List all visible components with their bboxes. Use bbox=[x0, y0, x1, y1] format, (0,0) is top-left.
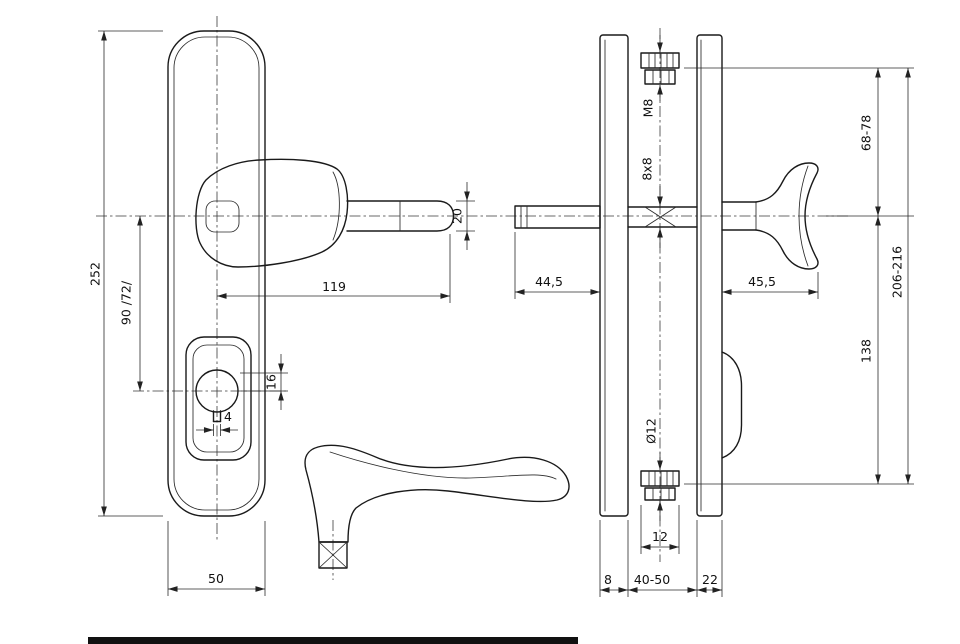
cylinder-escutcheon-outline bbox=[185, 336, 252, 461]
dim-neck-length-label: 45,5 bbox=[748, 274, 776, 289]
spindle-x-2 bbox=[644, 206, 677, 228]
dim-screw-dia: Ø12 bbox=[644, 418, 663, 521]
dim-top-center-label: 68-78 bbox=[859, 115, 874, 151]
dim-right-stack: 68-78 138 206-216 bbox=[684, 67, 914, 485]
bottom-edge-line bbox=[88, 637, 578, 644]
dim-plate-height: 252 bbox=[88, 30, 163, 517]
cylinder-cover-side bbox=[721, 351, 743, 459]
dim-bottom-chain: 8 40-50 22 bbox=[599, 520, 723, 597]
lever-profile bbox=[304, 444, 570, 543]
plate-inner-contour bbox=[173, 36, 260, 511]
dim-slot-width-label: 4 bbox=[224, 409, 232, 424]
dim-screw-length: 12 bbox=[640, 505, 680, 554]
dim-slot-width: 4 bbox=[196, 409, 238, 436]
dim-lever-width-label: 20 bbox=[450, 208, 465, 224]
spindle-cross-2 bbox=[318, 541, 348, 569]
dim-screw-length-label: 12 bbox=[652, 529, 668, 544]
handle-side-view bbox=[721, 162, 819, 270]
lever-profile-detail bbox=[329, 451, 557, 480]
handle-neck-front bbox=[205, 200, 240, 233]
front-view bbox=[167, 30, 455, 517]
dim-centers-label: 90 /72/ bbox=[119, 280, 134, 325]
dim-lever-length: 119 bbox=[217, 234, 451, 303]
dim-cylinder-16-label: 16 bbox=[264, 374, 279, 390]
handle-bell-rim bbox=[798, 165, 809, 267]
dimensions: 252 90 /72/ 119 20 16 bbox=[88, 30, 914, 597]
dim-lever-width: 20 bbox=[450, 182, 475, 250]
handle-bell bbox=[755, 162, 819, 270]
dim-plate-thickness-label: 8 bbox=[604, 572, 612, 587]
handle-grip-detail bbox=[332, 171, 340, 241]
center-lines bbox=[96, 16, 848, 580]
dim-spindle-length: 44,5 bbox=[514, 232, 600, 299]
dim-rose-thickness-label: 22 bbox=[702, 572, 718, 587]
dim-square-label: 8x8 bbox=[640, 157, 655, 180]
dim-plate-width-label: 50 bbox=[208, 571, 224, 586]
plate-outline bbox=[167, 30, 266, 517]
dim-thread-label: M8 bbox=[641, 99, 656, 118]
dim-thread-m8: M8 bbox=[641, 35, 663, 118]
top-screw bbox=[640, 52, 680, 85]
dim-screw-dia-label: Ø12 bbox=[644, 418, 659, 444]
dim-square-8x8: 8x8 bbox=[640, 157, 663, 248]
lever-arm-front bbox=[346, 200, 455, 232]
dim-lever-length-label: 119 bbox=[322, 279, 346, 294]
dim-bottom-center-label: 138 bbox=[859, 339, 874, 363]
outer-plate-side-outline bbox=[696, 34, 723, 517]
plate-side-outline bbox=[599, 34, 629, 517]
spindle-rod bbox=[514, 205, 601, 229]
dim-plate-height-label: 252 bbox=[88, 262, 103, 286]
handle-grip-front bbox=[195, 158, 349, 268]
lever-side-view bbox=[304, 444, 570, 569]
dim-spindle-length-label: 44,5 bbox=[535, 274, 563, 289]
cylinder-escutcheon-inner bbox=[192, 344, 245, 453]
lever-spindle-square bbox=[318, 541, 348, 569]
dim-cylinder-16: 16 bbox=[240, 354, 288, 410]
bottom-screw bbox=[640, 470, 680, 501]
assembly-side-view bbox=[514, 34, 819, 517]
dim-door-thickness-label: 40-50 bbox=[634, 572, 670, 587]
dim-total-length-label: 206-216 bbox=[890, 246, 905, 298]
dim-plate-width: 50 bbox=[167, 521, 266, 596]
cylinder-hole bbox=[195, 369, 239, 413]
dim-neck-length: 45,5 bbox=[722, 272, 819, 299]
dim-centers-90-72: 90 /72/ bbox=[119, 216, 143, 391]
